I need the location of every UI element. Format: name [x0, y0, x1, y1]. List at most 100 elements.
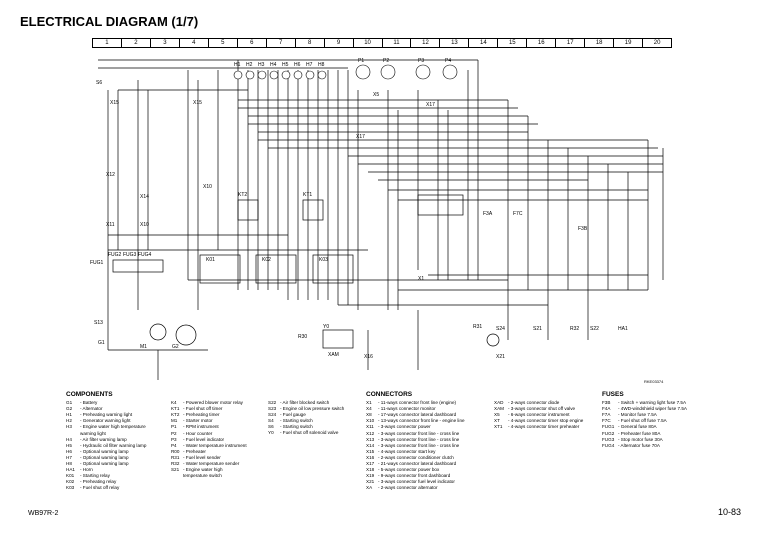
legend-text: - 17-ways connector lateral dashboard: [378, 412, 457, 418]
legend-text: - Fuel shut off solenoid valve: [280, 430, 339, 436]
legend-row: F3B- Switch + warning light fuse 7.5A: [602, 400, 754, 406]
legend-row: K02- Preheating relay: [66, 479, 163, 485]
legend-text: - 13-ways connector front line - engine …: [378, 418, 465, 424]
column-index-cell: 10: [354, 39, 383, 47]
page-number: 10-83: [718, 507, 742, 517]
label-r31: R31: [473, 324, 482, 330]
legend-text: - RPM instrument: [182, 424, 219, 430]
legend-row: X16- 2-ways connector conditioner clutch: [366, 455, 488, 461]
legend-row: H4- Air filter warning lamp: [66, 437, 163, 443]
legend-row: H8- Optional warning lamp: [66, 461, 163, 467]
label-s6: S6: [96, 80, 102, 86]
legend-text: temperature switch: [182, 473, 222, 479]
legend-code: H7: [66, 454, 72, 460]
label-h4: H4: [270, 62, 277, 68]
legend-code: S6: [268, 424, 274, 430]
legend-code: S24: [268, 412, 277, 418]
legend-code: KT1: [170, 406, 180, 412]
legend-row: X15- 4-ways connector start key: [366, 449, 488, 455]
legend-text: - Engine water high: [182, 467, 223, 473]
legend-code: X11: [366, 424, 374, 430]
label-x12: X12: [106, 172, 115, 178]
legend-code: X21: [366, 479, 375, 485]
legend-code: S22: [268, 400, 277, 405]
legend-code: X16: [366, 454, 375, 460]
legend-row: FUG4- Alternator fuse 70A: [602, 443, 754, 449]
legend-text: - 3-ways connector front line - cross li…: [378, 430, 460, 436]
label-x17a: X17: [426, 102, 435, 108]
wiring-schematic: S6 X15 X15 X12 X14 X11 X10 X10 KT1 KT2 K…: [90, 58, 664, 384]
legend-code: K01: [66, 473, 75, 479]
label-h5: H5: [282, 62, 289, 68]
legend-code: FUG3: [602, 436, 615, 442]
label-r30: R30: [298, 334, 307, 340]
legend-row: R00- Preheater: [171, 449, 266, 455]
legend-code: X1: [366, 400, 372, 406]
legend-row: XAM- 3-ways connector shut off valve: [494, 406, 606, 412]
legend-text: - Alternator: [80, 406, 103, 412]
legend-text: - Starter motor: [182, 418, 213, 424]
machines: [149, 323, 500, 347]
legend-row: H5- Hydraulic oil filter warning lamp: [66, 443, 163, 449]
legend-code: K02: [66, 479, 75, 485]
legend-row: R31- Fuel level sender: [171, 455, 266, 461]
column-index-cell: 1: [93, 39, 122, 47]
legend-row: G2 - Alternator: [66, 406, 163, 412]
legend-row: S24- Fuel gauge: [268, 412, 368, 418]
label-p4: P4: [445, 58, 451, 64]
legend-code: H1: [66, 412, 72, 418]
legend-text: - 4-ways connector timer preheater: [508, 424, 580, 430]
legend-row: K03- Fuel shut off relay: [66, 485, 163, 491]
legend-row: H6- Optional warning lamp: [66, 449, 163, 455]
label-p3: P3: [418, 58, 424, 64]
legend-code: KT2: [170, 412, 180, 418]
legend-row: P3- Fuel level indicator: [171, 437, 266, 443]
connectors-section: CONNECTORS X1- 11-ways connector front l…: [366, 391, 606, 492]
legend-code: HA1: [66, 467, 75, 473]
legend-text: - Alternator fuse 70A: [618, 442, 660, 448]
column-index-cell: 16: [527, 39, 557, 47]
legend-row: X5- 6-ways connector instrument: [494, 412, 606, 418]
legend-code: H8: [66, 461, 72, 467]
legend-code: H4: [66, 436, 72, 442]
legend-row: FUG1- General fuse 80A: [602, 424, 754, 430]
label-x15a: X15: [110, 100, 119, 106]
column-index-cell: 5: [209, 39, 238, 47]
legend-code: S4: [268, 418, 274, 424]
fuses-heading: FUSES: [602, 391, 624, 398]
label-f3b: F3B: [578, 226, 588, 232]
legend-code: P4: [170, 442, 177, 448]
legend-text: - 3-ways connector shut off valve: [508, 406, 576, 412]
column-index-cell: 8: [296, 39, 325, 47]
legend-row: HA1- Horn: [66, 467, 163, 473]
legend-code: G2: [66, 406, 73, 412]
diagram-code: RKE03374: [644, 379, 664, 384]
label-g2: G2: [172, 344, 179, 350]
legend-code: H3: [66, 424, 72, 430]
label-ha1: HA1: [618, 326, 628, 332]
label-x5: X5: [373, 92, 379, 98]
connectors-heading: CONNECTORS: [366, 391, 413, 398]
legend-code: FUG4: [602, 442, 615, 448]
label-x16: X16: [364, 354, 373, 360]
legend-code: G1: [66, 400, 73, 406]
label-h1: H1: [234, 62, 241, 68]
label-k03: K03: [319, 257, 328, 263]
legend-row: X21- 3-ways connector fuel level indicat…: [366, 479, 488, 485]
label-m1: M1: [140, 344, 147, 350]
label-x10a: X10: [140, 222, 149, 228]
legend-text: - Starting switch: [280, 418, 313, 424]
components-heading: COMPONENTS: [66, 391, 113, 398]
column-index-cell: 9: [325, 39, 354, 47]
legend-row: X4- 11-ways connector monitor: [366, 406, 488, 412]
connectors-col-1: X1- 11-ways connector front line (engine…: [366, 400, 488, 491]
legend-code: F7A: [602, 412, 611, 418]
label-fug2: FUG2: [108, 252, 122, 258]
label-xam: XAM: [328, 352, 339, 358]
legend-code: X10: [366, 418, 375, 424]
legend-text: - Powered blower motor relay: [182, 400, 243, 406]
legend-text: - Fuel level indicator: [182, 436, 225, 442]
